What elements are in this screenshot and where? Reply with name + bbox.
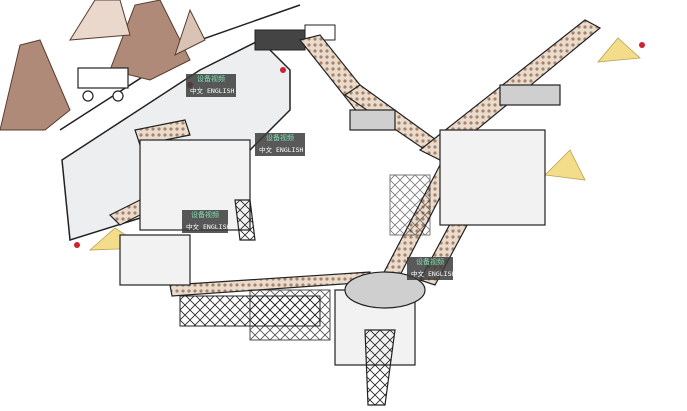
video-link[interactable]: 设备视频 bbox=[416, 258, 444, 266]
equipment-tag-jaw-crusher[interactable]: 设备视频 中文 ENGLISH bbox=[255, 133, 305, 156]
truss-supports bbox=[179, 174, 431, 341]
video-link[interactable]: 设备视频 bbox=[266, 134, 294, 142]
equipment-tag-cone-crusher[interactable]: 设备视频 中文 ENGLISH bbox=[407, 257, 453, 280]
chinese-link[interactable]: 中文 bbox=[190, 87, 203, 95]
video-link[interactable]: 设备视频 bbox=[191, 211, 219, 219]
equipment-tag-sand-maker[interactable]: 设备视频 中文 ENGLISH bbox=[182, 210, 228, 233]
equipment-tag-feeder[interactable]: 设备视频 中文 ENGLISH bbox=[186, 74, 236, 97]
english-link[interactable]: ENGLISH bbox=[203, 223, 228, 231]
dump-truck bbox=[77, 67, 129, 102]
crushers-and-screens bbox=[119, 84, 561, 406]
video-link[interactable]: 设备视频 bbox=[197, 75, 225, 83]
rock-piles bbox=[0, 0, 206, 131]
english-link[interactable]: ENGLISH bbox=[276, 146, 304, 154]
english-link[interactable]: ENGLISH bbox=[428, 270, 453, 278]
english-link[interactable]: ENGLISH bbox=[207, 87, 235, 95]
chinese-link[interactable]: 中文 bbox=[259, 146, 272, 154]
loader bbox=[254, 24, 336, 51]
chinese-link[interactable]: 中文 bbox=[411, 270, 424, 278]
chinese-link[interactable]: 中文 bbox=[186, 223, 199, 231]
